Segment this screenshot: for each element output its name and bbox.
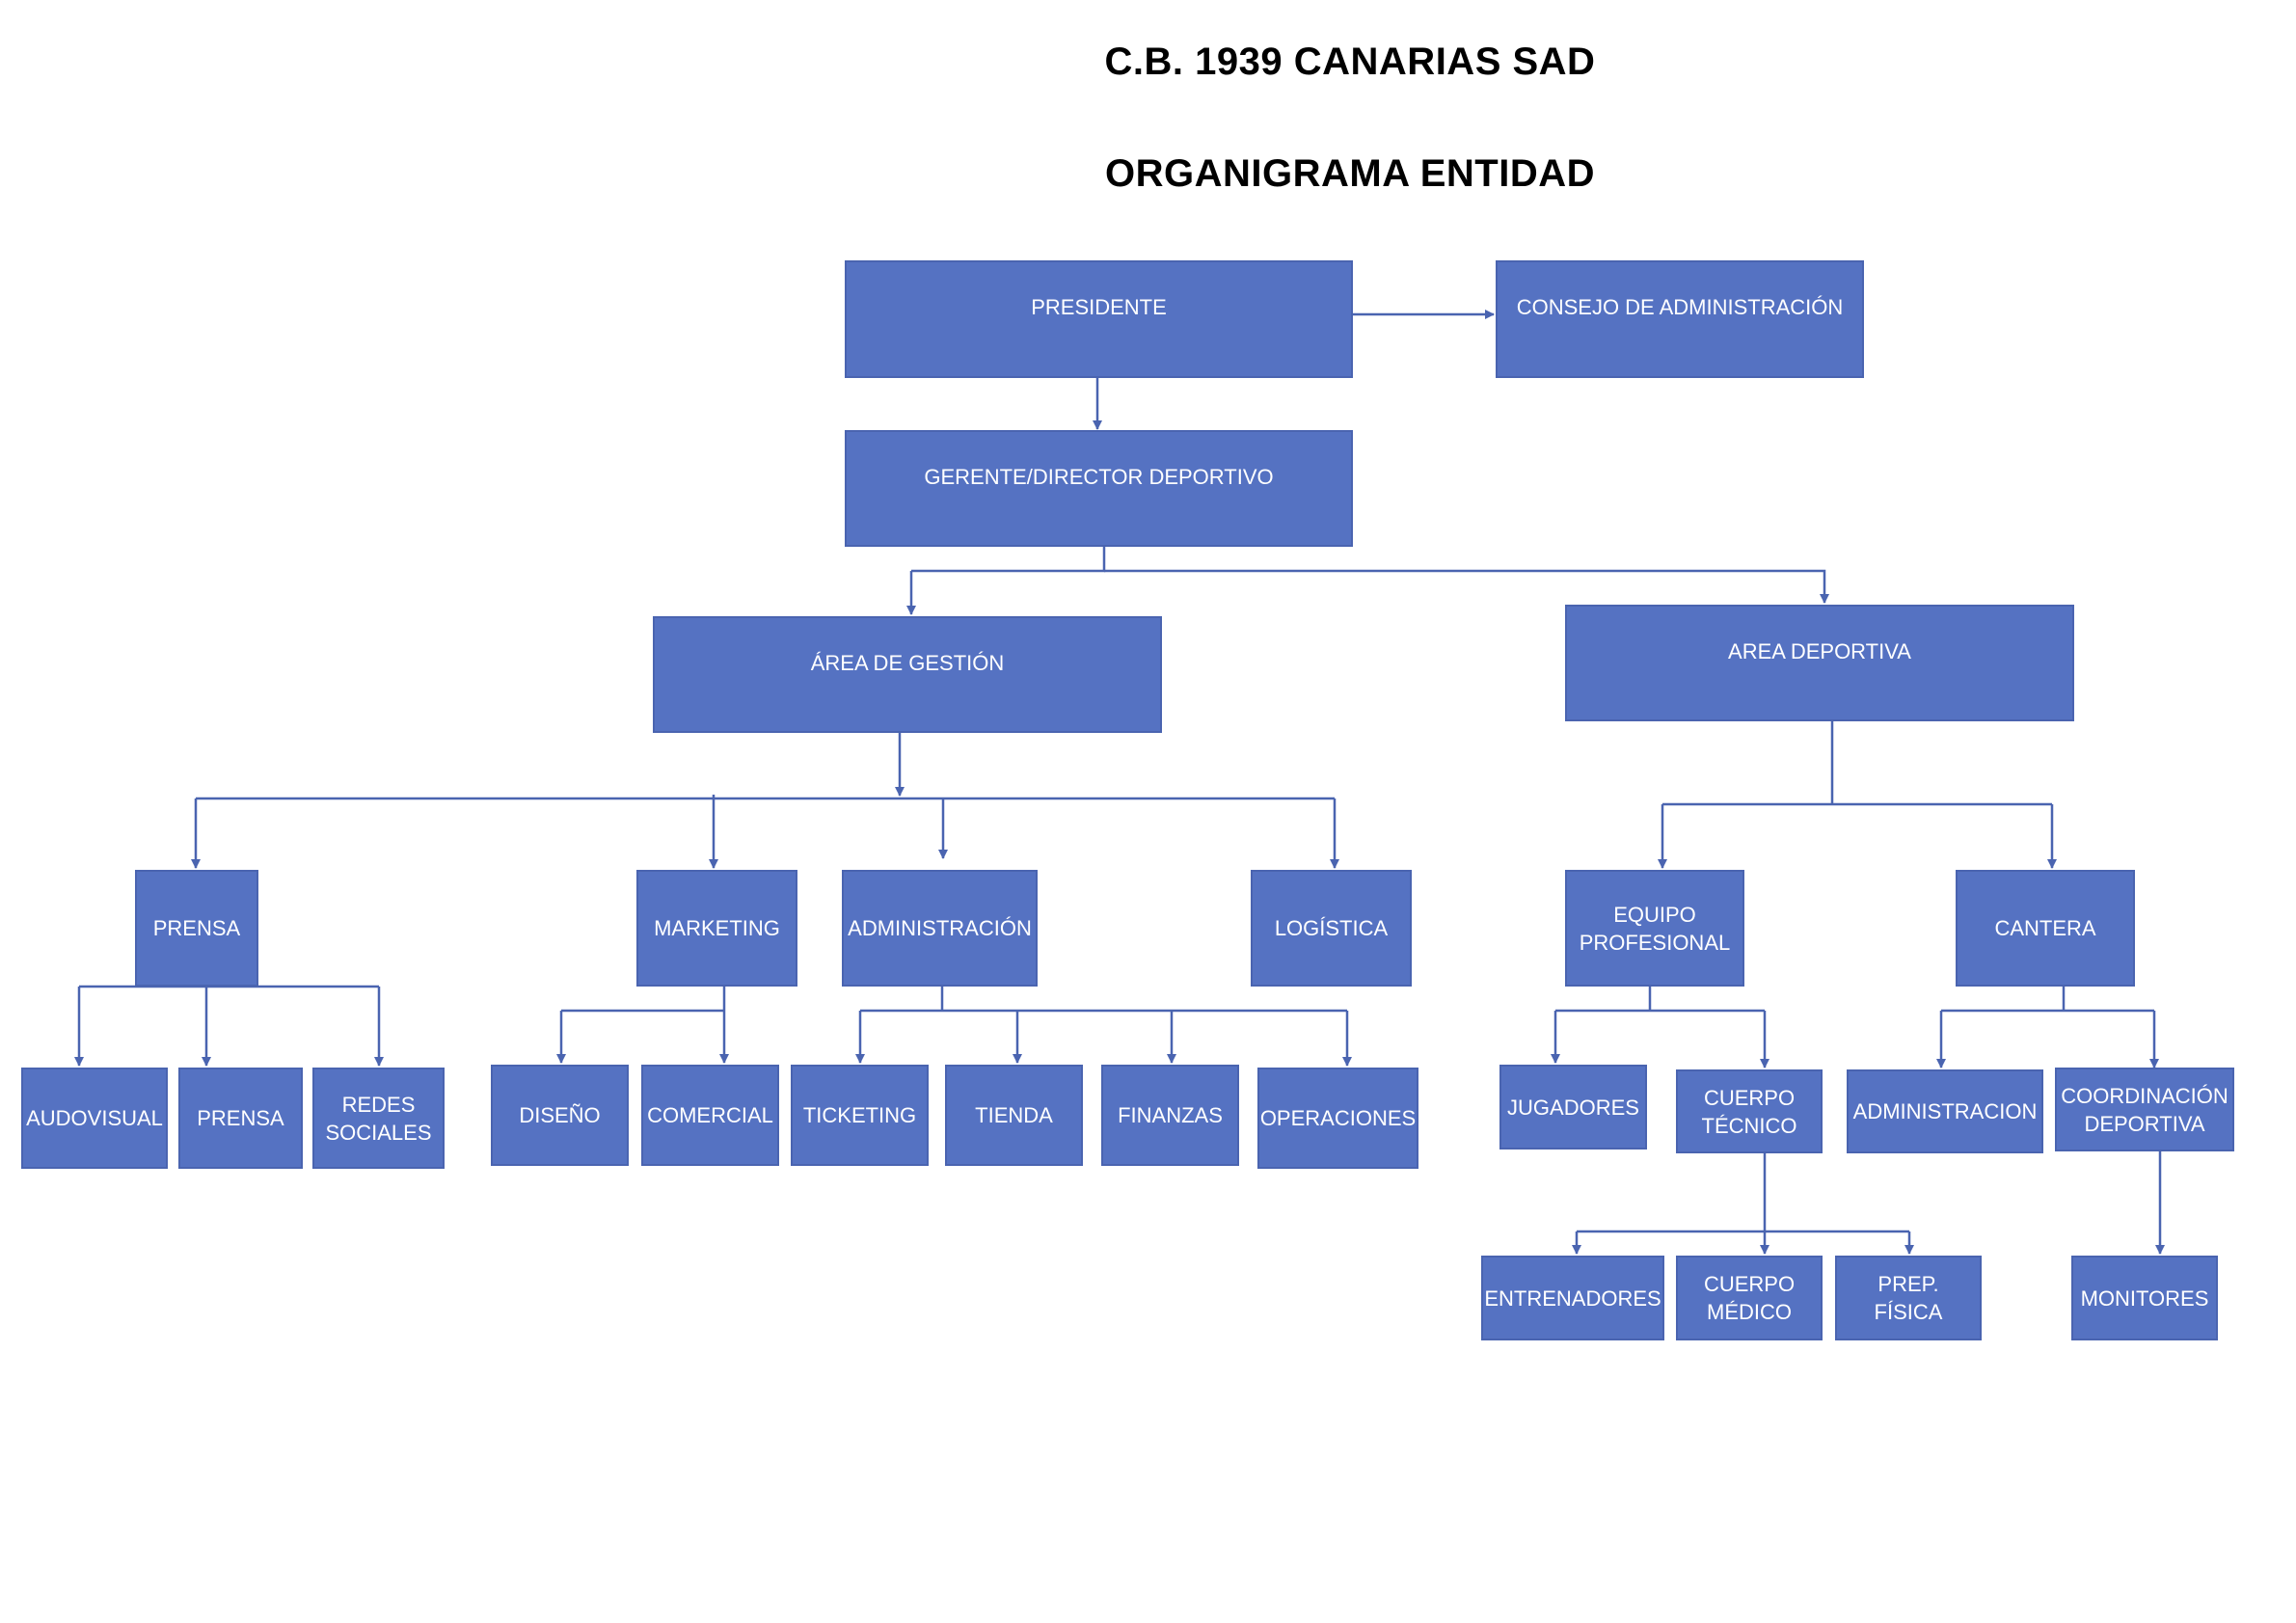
node-audovisual: AUDOVISUAL — [21, 1068, 168, 1169]
node-logistica: LOGÍSTICA — [1251, 870, 1412, 987]
node-cantera: CANTERA — [1956, 870, 2135, 987]
node-area-gestion: ÁREA DE GESTIÓN — [653, 616, 1162, 733]
node-prep-fisica: PREP. FÍSICA — [1835, 1256, 1982, 1340]
node-presidente: PRESIDENTE — [845, 260, 1353, 378]
node-comercial: COMERCIAL — [641, 1065, 779, 1166]
node-equipo-profesional: EQUIPO PROFESIONAL — [1565, 870, 1744, 987]
node-prensa: PRENSA — [135, 870, 258, 987]
node-operaciones: OPERACIONES — [1257, 1068, 1418, 1169]
node-gerente: GERENTE/DIRECTOR DEPORTIVO — [845, 430, 1353, 547]
node-cuerpo-tecnico: CUERPO TÉCNICO — [1676, 1069, 1823, 1153]
node-finanzas: FINANZAS — [1101, 1065, 1239, 1166]
node-area-deportiva: AREA DEPORTIVA — [1565, 605, 2074, 721]
node-cuerpo-medico: CUERPO MÉDICO — [1676, 1256, 1823, 1340]
node-coordinacion-deportiva: COORDINACIÓN DEPORTIVA — [2055, 1068, 2234, 1151]
node-prensa-sub: PRENSA — [178, 1068, 303, 1169]
node-redes-sociales: REDES SOCIALES — [312, 1068, 445, 1169]
node-monitores: MONITORES — [2071, 1256, 2218, 1340]
node-jugadores: JUGADORES — [1499, 1065, 1647, 1150]
node-ticketing: TICKETING — [791, 1065, 929, 1166]
node-consejo-administracion: CONSEJO DE ADMINISTRACIÓN — [1496, 260, 1864, 378]
node-diseno: DISEÑO — [491, 1065, 629, 1166]
node-administracion: ADMINISTRACIÓN — [842, 870, 1038, 987]
chart-title: ORGANIGRAMA ENTIDAD — [1105, 152, 1595, 195]
node-tienda: TIENDA — [945, 1065, 1083, 1166]
company-title: C.B. 1939 CANARIAS SAD — [1104, 41, 1596, 83]
node-entrenadores: ENTRENADORES — [1481, 1256, 1664, 1340]
gerente-areas-connector — [911, 547, 1106, 573]
node-marketing: MARKETING — [636, 870, 797, 987]
node-administracion-cantera: ADMINISTRACION — [1847, 1069, 2043, 1153]
